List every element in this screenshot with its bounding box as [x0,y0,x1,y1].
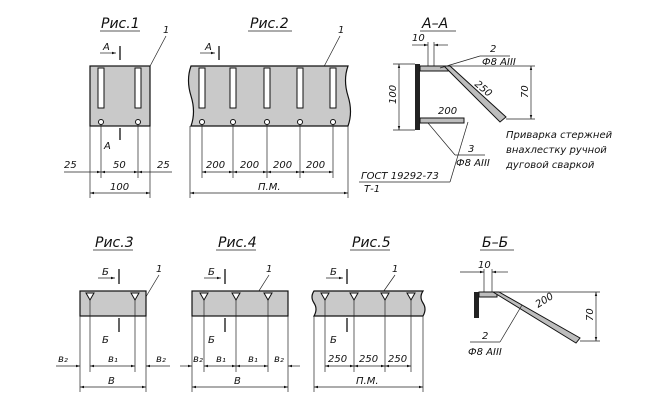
figure-2: Рис.2 1 А 200 200 200 200 П.М. ГО [187,16,469,198]
fig5-caption: Рис.5 [352,235,391,251]
fig1-pos-label: 1 [163,25,169,36]
fig1-dim-mid: 50 [113,160,126,171]
fig3-dim-total: В [108,376,115,387]
fig4-dim-3: в₁ [248,354,258,365]
section-aa-height-right: 70 [520,85,531,98]
fig2-gost: ГОСТ 19292-73 [361,171,439,182]
section-bb-rod-len: 200 [534,291,556,310]
fig5-section-top: Б [330,267,337,278]
fig4-dim-4: в₂ [274,354,284,365]
fig4-dim-1: в₂ [193,354,203,365]
section-aa-note-1: Приварка стержней [506,130,613,141]
section-b-b: Б–Б 10 70 200 2 Ф8 АIII [460,235,600,358]
fig4-plate [191,290,289,317]
fig5-pos-label: 1 [392,264,398,275]
section-bb-rod-spec: Ф8 АIII [468,347,502,358]
fig2-pos-label: 1 [338,25,344,36]
fig2-caption: Рис.2 [250,16,289,32]
section-a-a: А–А 10 100 70 250 2 Ф8 АIII 200 3 Ф8 АII… [388,16,613,171]
fig3-dim-right: в₂ [156,354,166,365]
fig3-caption: Рис.3 [95,235,134,251]
fig3-section-top: Б [102,267,109,278]
fig5-dim-3: 250 [388,354,407,365]
fig4-dim-total: В [234,376,241,387]
figure-1: Рис.1 1 А А 25 50 25 100 [64,16,172,198]
fig2-dim-3: 200 [273,160,292,171]
fig1-section-top: А [102,42,110,53]
fig3-pos-label: 1 [156,264,162,275]
section-bb-caption: Б–Б [482,235,508,251]
fig2-section-top: А [204,42,212,53]
figure-5: Рис.5 1 Б Б 250 250 250 П.М. [311,235,426,392]
section-aa-rod-bot-spec: Ф8 АIII [456,158,490,169]
fig4-pos-label: 1 [266,264,272,275]
fig2-dim-2: 200 [240,160,259,171]
fig5-dim-1: 250 [328,354,347,365]
fig1-caption: Рис.1 [101,16,140,32]
fig4-caption: Рис.4 [218,235,257,251]
fig3-dim-mid: в₁ [108,354,118,365]
section-aa-height-left: 100 [388,85,399,104]
section-aa-dim-top: 10 [412,33,425,44]
section-bb-plate [474,292,479,318]
fig2-dim-1: 200 [206,160,225,171]
fig1-dim-left: 25 [64,160,77,171]
fig1-dim-right: 25 [157,160,170,171]
fig3-dim-left: в₂ [58,354,68,365]
section-aa-note-3: дуговой сваркой [505,160,595,171]
fig5-dim-total: П.М. [356,376,379,387]
fig5-section-bottom: Б [330,335,337,346]
figure-4: Рис.4 1 Б Б в₂ в₁ в₁ в₂ В [180,235,300,392]
fig4-section-bottom: Б [208,335,215,346]
section-aa-rod-top-pos: 2 [490,44,496,55]
fig2-type: Т-1 [364,184,380,195]
fig1-dim-total: 100 [110,182,129,193]
fig4-dim-2: в₁ [216,354,226,365]
section-aa-rod-bot-pos: 3 [468,144,474,155]
fig2-dim-4: 200 [306,160,325,171]
section-aa-rod-top-spec: Ф8 АIII [482,57,516,68]
fig4-section-top: Б [208,267,215,278]
section-aa-rod-bot-len: 200 [438,106,457,117]
fig3-section-bottom: Б [102,335,109,346]
section-aa-note-2: внахлестку ручной [506,145,607,156]
section-aa-plate [415,64,420,130]
fig1-section-bottom: А [103,141,111,152]
figure-3: Рис.3 1 Б Б в₂ в₁ в₂ В [56,235,170,392]
section-aa-caption: А–А [421,16,448,32]
fig2-dim-total: П.М. [258,182,281,193]
section-bb-dim-top: 10 [478,260,491,271]
fig5-dim-2: 250 [359,354,378,365]
section-bb-rod-pos: 2 [482,331,488,342]
section-bb-height: 70 [585,308,596,321]
